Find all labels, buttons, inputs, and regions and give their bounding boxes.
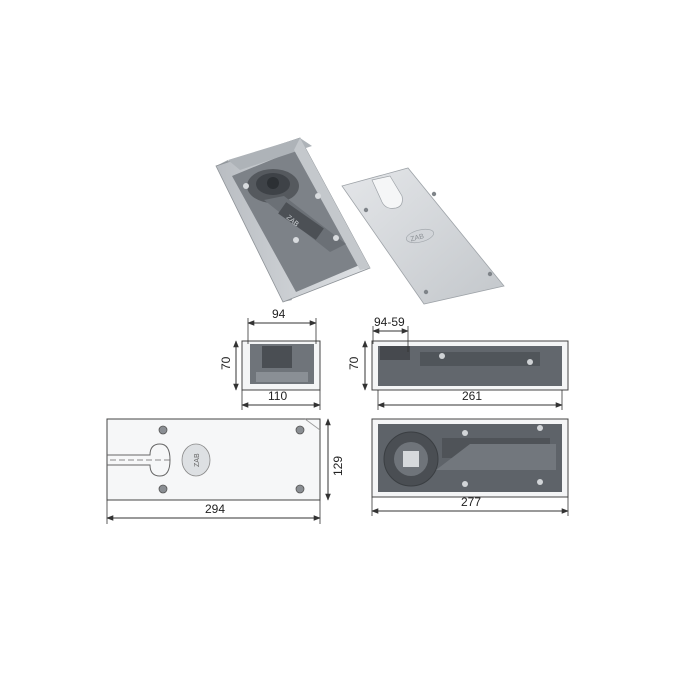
side-view-screw-1: [439, 353, 445, 359]
plate-hole-2: [158, 484, 168, 494]
body-top-screw-1: [462, 430, 468, 436]
plate-screw-1: [363, 207, 369, 213]
side-view-screw-2: [527, 359, 533, 365]
dim-label-294: 294: [205, 502, 225, 516]
body-top-screw-4: [462, 481, 468, 487]
dim-label-94-59: 94-59: [374, 315, 405, 329]
plate-logo-oval: [181, 443, 211, 477]
plate-outline: [106, 418, 321, 501]
dim-label-277: 277: [461, 495, 481, 509]
spindle-core: [267, 177, 279, 189]
end-view-drawing: 94 70 110: [219, 307, 321, 410]
side-view-spindle: [380, 346, 410, 360]
plate-screw-2: [431, 191, 437, 197]
body-top-spindle: [403, 451, 419, 467]
adjust-screw-2: [315, 193, 321, 199]
dim-label-129: 129: [331, 456, 345, 476]
cover-plate-top-view: ZAB 129 294: [106, 418, 345, 524]
side-view-cylinder: [420, 352, 540, 366]
plate-hole-3: [295, 425, 305, 435]
dim-label-94: 94: [272, 307, 286, 321]
plate-hole-4: [295, 484, 305, 494]
dim-label-110: 110: [268, 389, 287, 403]
dim-label-70-end: 70: [219, 356, 233, 370]
floor-spring-body-photo: ZAB: [215, 137, 371, 303]
adjust-screw-3: [293, 237, 299, 243]
cover-plate-slot: [371, 175, 403, 209]
plate-screw-4: [487, 271, 493, 277]
dim-label-70-side: 70: [347, 356, 361, 370]
body-top-screw-2: [537, 425, 543, 431]
body-top-screw-3: [537, 479, 543, 485]
box-right-wall: [294, 138, 370, 270]
plate-bevel: [304, 418, 321, 431]
box-back-wall: [228, 138, 312, 170]
plate-hole-1: [158, 425, 168, 435]
body-top-view: 277: [371, 418, 569, 516]
cover-plate-logo: ZAB: [410, 233, 425, 243]
adjust-screw-4: [333, 235, 339, 241]
hydraulic-cylinder: [278, 202, 324, 240]
end-view-base: [256, 372, 308, 382]
adjust-screw-1: [243, 183, 249, 189]
plate-screw-3: [423, 289, 429, 295]
cover-plate-logo-oval: [405, 228, 435, 244]
body-top-arm: [436, 444, 556, 470]
cover-plate-photo: ZAB: [341, 167, 505, 305]
plate-logo-text: ZAB: [194, 453, 201, 467]
dim-label-261: 261: [462, 389, 482, 403]
end-view-spindle: [262, 346, 292, 368]
side-view-drawing: 94-59 70 261: [347, 315, 569, 410]
